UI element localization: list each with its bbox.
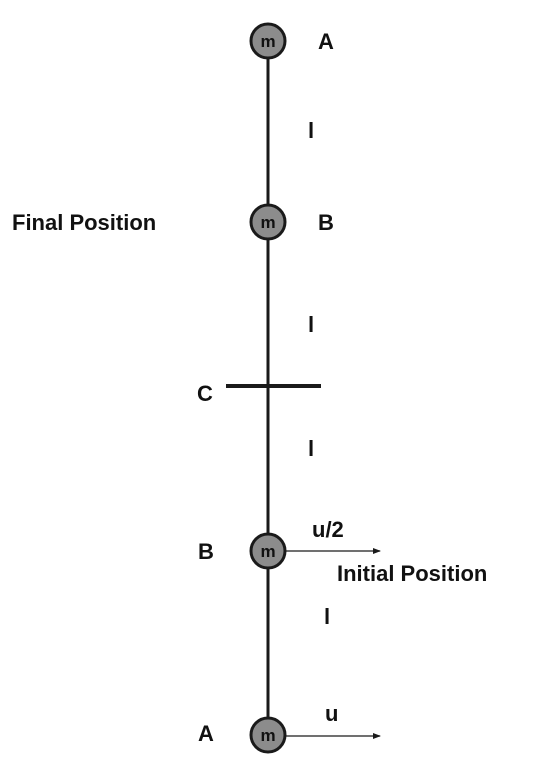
velocity-label-b: u/2	[312, 517, 344, 542]
mass-a-final: m	[249, 22, 287, 60]
point-label-b-top: B	[318, 210, 334, 235]
initial-position-label: Initial Position	[337, 561, 487, 586]
mass-a-initial: m	[249, 716, 287, 754]
segment-label-1: l	[308, 118, 314, 143]
segment-label-4: l	[324, 604, 330, 629]
point-label-a-bottom: A	[198, 721, 214, 746]
point-label-c: C	[197, 381, 213, 406]
mass-b-final: m	[249, 203, 287, 241]
point-label-a-top: A	[318, 29, 334, 54]
svg-text:m: m	[260, 542, 275, 561]
velocity-label-a: u	[325, 701, 338, 726]
svg-text:m: m	[260, 213, 275, 232]
svg-text:m: m	[260, 726, 275, 745]
point-label-b-bottom: B	[198, 539, 214, 564]
segment-label-2: l	[308, 312, 314, 337]
mass-b-initial: m	[249, 532, 287, 570]
segment-label-3: l	[308, 436, 314, 461]
svg-text:m: m	[260, 32, 275, 51]
final-position-label: Final Position	[12, 210, 156, 235]
